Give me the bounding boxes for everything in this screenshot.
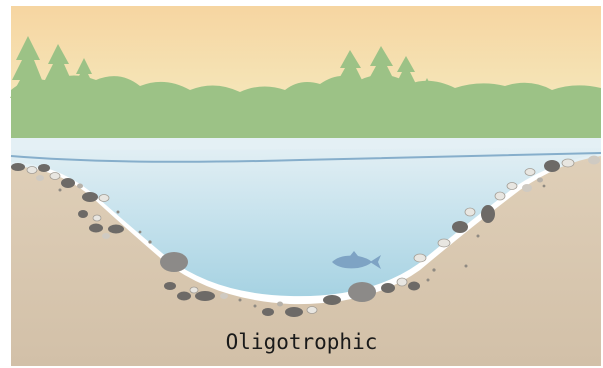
pebble-icon — [285, 307, 303, 317]
pebble-icon — [414, 254, 426, 262]
pebble-icon — [397, 278, 407, 286]
pebble-icon — [89, 224, 103, 233]
pebble-icon — [481, 205, 495, 223]
pebble-icon — [11, 163, 25, 171]
pebble-icon — [277, 302, 283, 307]
pebble-icon — [525, 169, 535, 176]
pebble-icon — [408, 282, 420, 291]
pebble-icon — [537, 178, 543, 183]
pebble-icon — [452, 221, 468, 233]
pebble-icon — [38, 164, 50, 172]
pebble-icon — [562, 159, 574, 167]
pebble-icon — [108, 225, 124, 234]
pebble-icon — [438, 239, 450, 247]
pebble-icon — [99, 195, 109, 202]
pebble-icon — [495, 192, 505, 200]
pebble-icon — [50, 173, 60, 180]
pebble-icon — [190, 287, 198, 293]
pebble-icon — [507, 183, 517, 190]
pebble-icon — [61, 178, 75, 188]
pebble-icon — [160, 252, 188, 272]
pebble-icon — [220, 293, 228, 299]
pebble-icon — [465, 208, 475, 216]
diagram-caption: Oligotrophic — [0, 330, 603, 354]
pebble-icon — [27, 167, 37, 174]
pebble-icon — [78, 210, 88, 218]
pebble-icon — [102, 233, 110, 239]
pebble-icon — [36, 175, 44, 181]
pebble-icon — [177, 292, 191, 301]
pebble-icon — [323, 295, 341, 305]
pebble-icon — [93, 215, 101, 221]
pebble-icon — [588, 156, 600, 165]
pebble-icon — [164, 282, 176, 290]
pebble-icon — [262, 308, 274, 316]
pebble-icon — [381, 283, 395, 293]
pebble-icon — [82, 192, 98, 202]
pebble-icon — [195, 291, 215, 301]
pebble-icon — [522, 184, 532, 192]
pebble-icon — [77, 184, 83, 189]
pebble-icon — [307, 307, 317, 314]
pebble-icon — [544, 160, 560, 172]
pebble-icon — [348, 282, 376, 302]
